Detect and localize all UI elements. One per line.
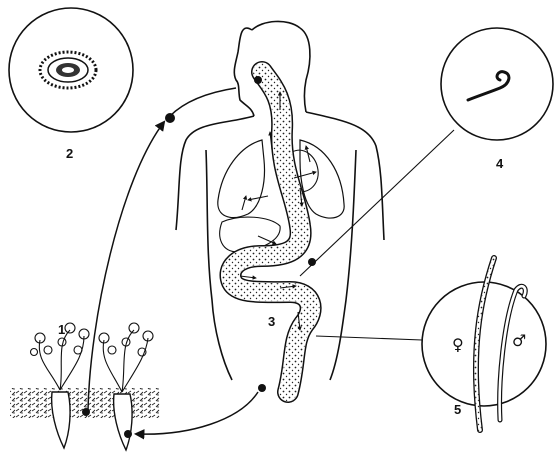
label-adult: 5 [454,402,461,417]
label-egg: 2 [66,146,73,161]
inset-connectors [300,130,454,340]
human-body-outline [176,21,384,380]
arrow-to-mouth [170,88,236,116]
label-digestive: 3 [268,314,275,329]
digestive-tract [230,72,310,392]
carrot-root [114,394,132,450]
carrot-root [52,392,70,448]
label-larva: 4 [496,156,504,171]
male-symbol: ♂ [512,331,526,350]
carrot-plants [10,323,160,450]
arrow-ingestion [88,122,164,410]
left-lung [218,140,265,218]
female-symbol: ♀ [452,335,464,354]
label-carrots: 1 [58,322,65,337]
larva-inset [441,28,553,140]
egg-inset [9,8,133,132]
adult-worms-inset: ♀ ♂ [422,258,546,430]
